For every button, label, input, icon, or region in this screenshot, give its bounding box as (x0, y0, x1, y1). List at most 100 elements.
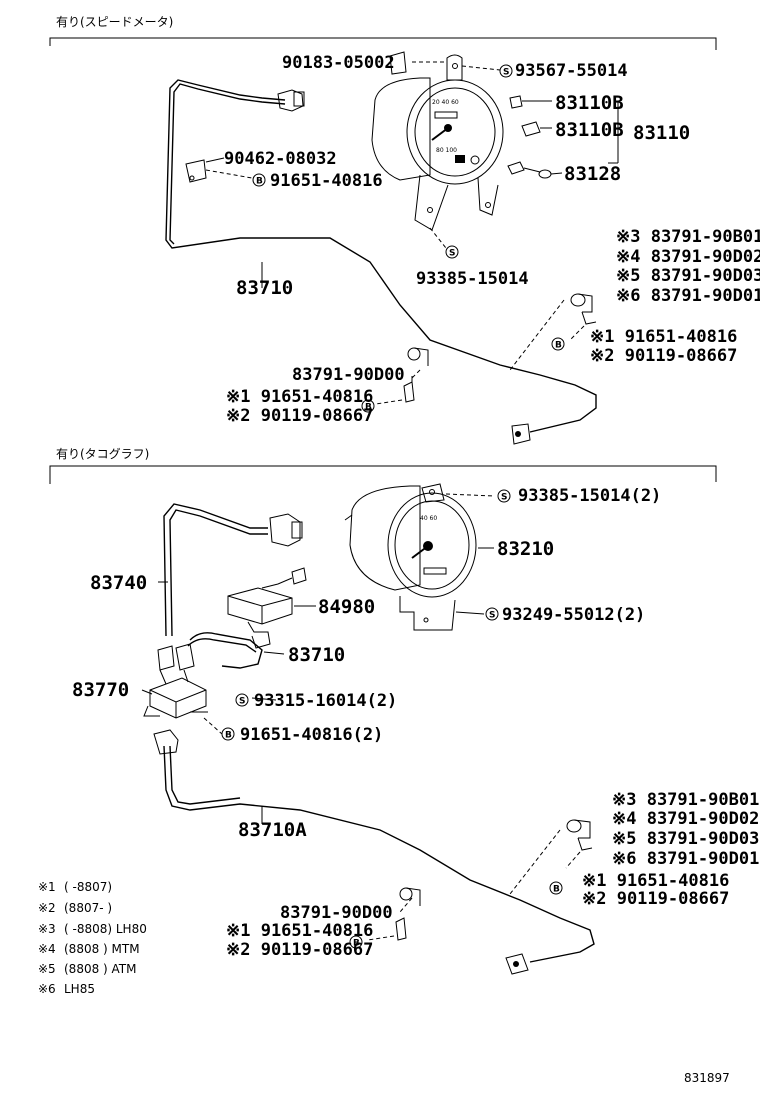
label-83770: 83770 (72, 679, 129, 701)
label-83110: 83110 (633, 122, 690, 144)
leaders-section1 (205, 61, 585, 405)
note2b-90119-08667-2: ※2 90119-08667 (226, 940, 373, 960)
label-83110b-upper: 83110B (555, 92, 624, 114)
note-text-1: ( -8807) (64, 880, 112, 894)
cable-83710-short[interactable] (187, 632, 263, 669)
cable-83710a[interactable] (153, 729, 595, 975)
label-83710a: 83710A (238, 819, 307, 841)
tachograph[interactable]: 40 60 (344, 483, 477, 631)
note-mark-4: ※4 (38, 942, 56, 956)
note2-90119-08667: ※2 90119-08667 (590, 346, 737, 366)
svg-text:B: B (553, 885, 560, 895)
label-90462-08032: 90462-08032 (224, 149, 337, 169)
label-83710: 83710 (236, 277, 293, 299)
screw-symbol-93385: S (445, 245, 459, 259)
note5-83791-90d03: ※5 83791-90D03 (616, 266, 760, 286)
label-83128: 83128 (564, 163, 621, 185)
note1b-91651-40816: ※1 91651-40816 (226, 387, 373, 407)
note-mark-3: ※3 (38, 922, 56, 936)
label-90183-05002: 90183-05002 (282, 53, 395, 73)
clip-90183[interactable] (389, 51, 407, 75)
label-83740: 83740 (90, 572, 147, 594)
grommet-83791-90d00[interactable] (403, 347, 429, 403)
note-text-5: (8808 ) ATM (64, 962, 137, 976)
note6-83791-90d01-2: ※6 83791-90D01 (612, 849, 759, 869)
svg-text:S: S (489, 611, 495, 621)
sensor-84980[interactable] (227, 567, 307, 649)
label-91651-40816-2: 91651-40816(2) (240, 725, 383, 745)
section2-heading: 有り(タコグラフ) (56, 447, 149, 461)
speedometer[interactable]: 20 40 60 80 100 (371, 54, 504, 231)
label-93385-15014-2: 93385-15014(2) (518, 486, 661, 506)
label-83710-2: 83710 (288, 644, 345, 666)
section1-bracket (49, 37, 717, 50)
grommet-83791-90d00-2[interactable] (395, 887, 421, 941)
label-83210: 83210 (497, 538, 554, 560)
note-text-3: ( -8808) LH80 (64, 922, 147, 936)
connector-83128[interactable] (507, 161, 563, 179)
label-83110b-lower: 83110B (555, 119, 624, 141)
section2-bracket (49, 465, 717, 484)
label-93385-15014: 93385-15014 (416, 269, 529, 289)
note-text-4: (8808 ) MTM (64, 942, 140, 956)
svg-text:B: B (256, 177, 263, 187)
svg-text:B: B (555, 341, 562, 351)
section1-heading: 有り(スピードメータ) (56, 15, 173, 29)
screw-symbol-93315: S (235, 693, 249, 707)
leaders-section2 (141, 493, 581, 941)
note4-83791-90d02: ※4 83791-90D02 (616, 247, 760, 267)
note5-83791-90d03-2: ※5 83791-90D03 (612, 829, 759, 849)
note1b-91651-40816-2: ※1 91651-40816 (226, 921, 373, 941)
note-mark-5: ※5 (38, 962, 56, 976)
svg-text:80 100: 80 100 (436, 147, 457, 154)
note6-83791-90d01: ※6 83791-90D01 (616, 286, 760, 306)
bolt-symbol-n1a: B (551, 337, 565, 351)
label-93315-16014: 93315-16014(2) (254, 691, 397, 711)
cable-83740[interactable] (163, 503, 303, 637)
svg-text:B: B (353, 939, 360, 949)
screw-symbol-93385-2: S (497, 489, 511, 503)
note-text-2: (8807- ) (64, 901, 112, 915)
label-93567-55014: 93567-55014 (515, 61, 628, 81)
relay-83770[interactable] (143, 643, 208, 719)
bulb-83110b-upper[interactable] (509, 95, 552, 109)
note-mark-1: ※1 (38, 880, 56, 894)
label-83791-90d00: 83791-90D00 (292, 365, 405, 385)
svg-text:B: B (365, 403, 372, 413)
svg-text:20 40 60: 20 40 60 (432, 99, 459, 106)
note2b-90119-08667: ※2 90119-08667 (226, 406, 373, 426)
note-mark-6: ※6 (38, 982, 56, 996)
clamp-90462[interactable] (185, 159, 207, 183)
note3-83791-90b01: ※3 83791-90B01 (616, 227, 760, 247)
svg-text:S: S (239, 697, 245, 707)
svg-text:S: S (501, 493, 507, 503)
cable-83710[interactable] (165, 79, 597, 445)
bolt-symbol-91651-2: B (221, 727, 235, 741)
note4-83791-90d02-2: ※4 83791-90D02 (612, 809, 759, 829)
svg-text:S: S (503, 68, 509, 78)
bolt-symbol-n1b-2: B (349, 935, 363, 949)
label-93249-55012: 93249-55012(2) (502, 605, 645, 625)
label-84980: 84980 (318, 596, 375, 618)
note1-91651-40816: ※1 91651-40816 (590, 327, 737, 347)
bolt-symbol-n1b: B (361, 399, 375, 413)
figure-number: 831897 (684, 1071, 730, 1085)
notes-legend: ※1 ( -8807) ※2 (8807- ) ※3 ( -8808) LH80… (38, 880, 147, 996)
note1-91651-40816-2: ※1 91651-40816 (582, 871, 729, 891)
bolt-symbol-91651: B (252, 173, 266, 187)
grommet-83791-right-2[interactable] (566, 819, 593, 851)
bolt-symbol-n1a-2: B (549, 881, 563, 895)
screw-symbol-93249: S (485, 607, 499, 621)
label-83791-90d00-2: 83791-90D00 (280, 903, 393, 923)
svg-text:S: S (449, 249, 455, 259)
note-mark-2: ※2 (38, 901, 56, 915)
bulb-83110b-lower[interactable] (521, 121, 552, 137)
grommet-83791-right[interactable] (570, 293, 597, 325)
svg-text:B: B (225, 731, 232, 741)
note-text-6: LH85 (64, 982, 95, 996)
screw-symbol-93567: S (499, 64, 513, 78)
svg-text:40 60: 40 60 (420, 515, 437, 522)
label-91651-40816: 91651-40816 (270, 171, 383, 191)
note3-83791-90b01-2: ※3 83791-90B01 (612, 790, 759, 810)
